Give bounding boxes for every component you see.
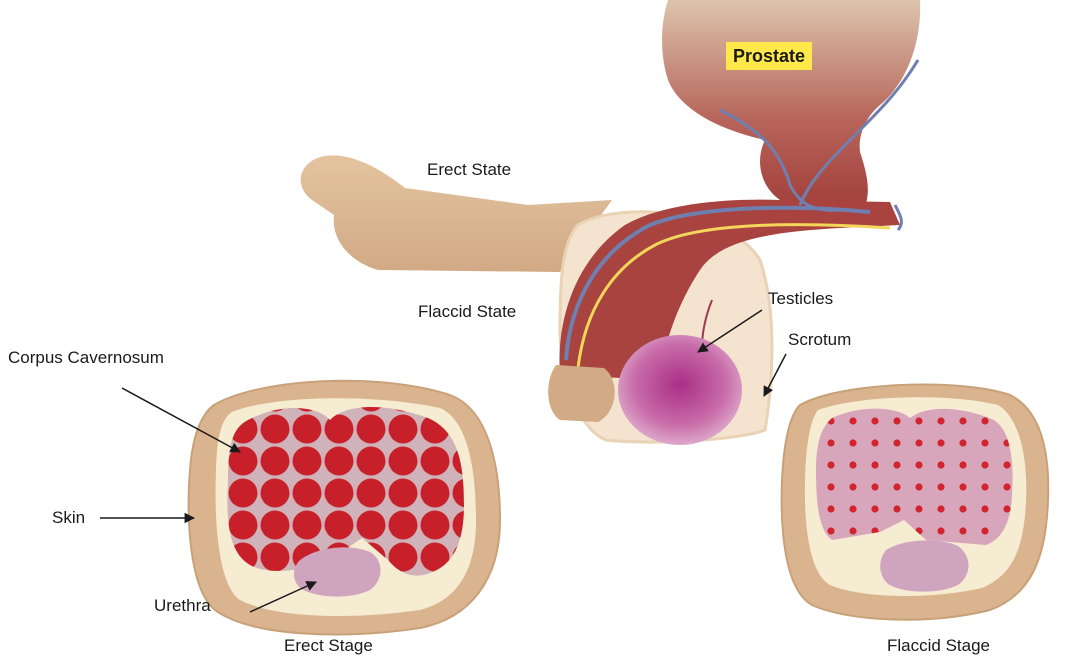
testicles-label: Testicles [768,289,833,309]
flaccid-corpus-cavernosum [810,400,1020,550]
flaccid-stage-caption: Flaccid Stage [887,636,990,656]
erect-state-label: Erect State [427,160,511,180]
flaccid-state-label: Flaccid State [418,302,516,322]
flaccid-urethra [880,540,968,591]
testicles-shape [618,335,742,445]
corpus-cavernosum-label: Corpus Cavernosum [8,348,164,368]
prostate-label: Prostate [726,42,812,70]
erect-stage-caption: Erect Stage [284,636,373,656]
flaccid-glans [548,365,614,422]
urethra-label: Urethra [154,596,211,616]
skin-label: Skin [52,508,85,528]
scrotum-label: Scrotum [788,330,851,350]
